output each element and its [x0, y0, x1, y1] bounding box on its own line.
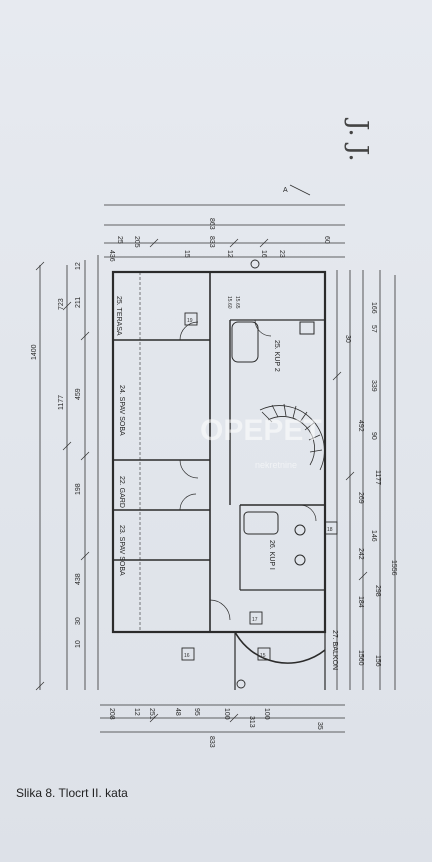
dim-label: 23	[278, 250, 285, 258]
top-dimension-labels: 863 833 25 205 15 12 16 23 60 436	[108, 218, 330, 262]
room-label-terasa: 25. TERASA	[115, 296, 122, 336]
dim-label: 100	[223, 708, 230, 720]
dim-label: 12	[133, 708, 140, 716]
dim-label: 57	[370, 325, 377, 333]
left-dimension-labels: 1400 1177 723 459 198 438 30 10 12 211	[31, 262, 82, 648]
dim-label: 1177	[58, 395, 65, 410]
marker-label: 15	[260, 653, 266, 659]
watermark-logo: OPEPET	[200, 414, 322, 447]
dim-label: 156	[374, 655, 381, 667]
dim-label: 1560	[357, 650, 364, 666]
dim-label: 100	[263, 708, 270, 720]
signature-mark: J. J.	[343, 117, 373, 162]
dim-label: 269	[357, 492, 364, 504]
dim-label: 492	[357, 420, 364, 432]
marker-label: 17	[252, 617, 258, 623]
room-label-spav-soba-23: 23. SPAV SOBA	[118, 525, 125, 576]
bottom-dimension-labels: 833 313 208 12 251 48 95 100 100 35	[108, 708, 323, 748]
dim-label: 30	[75, 617, 82, 625]
dim-label: 863	[208, 218, 215, 230]
dim-label: 208	[108, 708, 115, 720]
dim-label: 166	[370, 302, 377, 314]
marker-label: 18	[327, 527, 333, 533]
room-label-kup-1: 26. KUP I	[268, 540, 275, 570]
dim-label: 339	[370, 380, 377, 392]
bathroom-fixtures	[231, 321, 315, 566]
figure-caption: Slika 8. Tlocrt II. kata	[16, 786, 128, 800]
dim-label: 30	[344, 335, 351, 343]
dim-label: 1556	[390, 560, 397, 576]
watermark-subtitle: nekretnine	[255, 460, 297, 470]
dim-label: 90	[370, 432, 377, 440]
dim-label: 48	[174, 708, 181, 716]
dim-label: 12	[75, 262, 82, 270]
dim-label: 15	[183, 250, 190, 258]
dim-label: 313	[248, 716, 255, 728]
marker-label: 16	[184, 653, 190, 659]
dimension-lines	[39, 204, 396, 733]
dim-label: 60	[323, 236, 330, 244]
marker-label: 19	[187, 318, 193, 324]
dim-label: 242	[357, 548, 364, 560]
dimension-ticks	[35, 238, 368, 723]
marker-boxes	[181, 259, 338, 689]
building-walls	[111, 270, 327, 634]
dim-label: 10	[75, 640, 82, 648]
balcony-arc	[234, 631, 326, 664]
room-labels: 25. TERASA 24. SPAV SOBA 22. GARD 23. SP…	[115, 296, 338, 670]
dim-label: 12	[226, 250, 233, 258]
dim-label: 436	[108, 250, 115, 262]
dim-label: 723	[58, 298, 65, 310]
dim-label: 35	[316, 722, 323, 730]
marker-labels: 16 15 17 18 19 15.60 15.65	[184, 296, 333, 659]
dim-label: 95	[193, 708, 200, 716]
dim-label: 459	[75, 388, 82, 400]
dim-label: 298	[374, 585, 381, 597]
dim-label: 833	[208, 736, 215, 748]
dim-label: 1400	[31, 344, 38, 360]
room-label-spav-soba-24: 24. SPAV SOBA	[118, 385, 125, 436]
staircase	[259, 403, 325, 471]
door-swings	[179, 319, 317, 621]
north-arrow-label: A	[283, 187, 288, 194]
dim-label: 251	[148, 708, 155, 720]
dim-label: 438	[75, 573, 82, 585]
dim-label: 1177	[374, 470, 381, 485]
room-label-gard: 22. GARD	[118, 476, 125, 508]
dim-label: 198	[75, 483, 82, 495]
room-label-kup-2: 25. KUP 2	[273, 340, 280, 372]
north-arrow: A	[283, 184, 311, 196]
marker-label: 15.60	[226, 296, 232, 309]
right-dimension-labels: 1556 1177 492 269 242 184 298 156 1560 3…	[344, 302, 397, 667]
dim-label: 16	[260, 250, 267, 258]
dim-label: 833	[208, 236, 215, 248]
dim-label: 205	[133, 236, 140, 248]
dim-label: 25	[116, 236, 123, 244]
dim-label: 211	[75, 297, 82, 308]
marker-label: 15.65	[234, 296, 240, 309]
dim-label: 184	[357, 596, 364, 608]
dim-label: 146	[370, 530, 377, 542]
room-label-balkon: 27. BALKON	[331, 630, 338, 670]
